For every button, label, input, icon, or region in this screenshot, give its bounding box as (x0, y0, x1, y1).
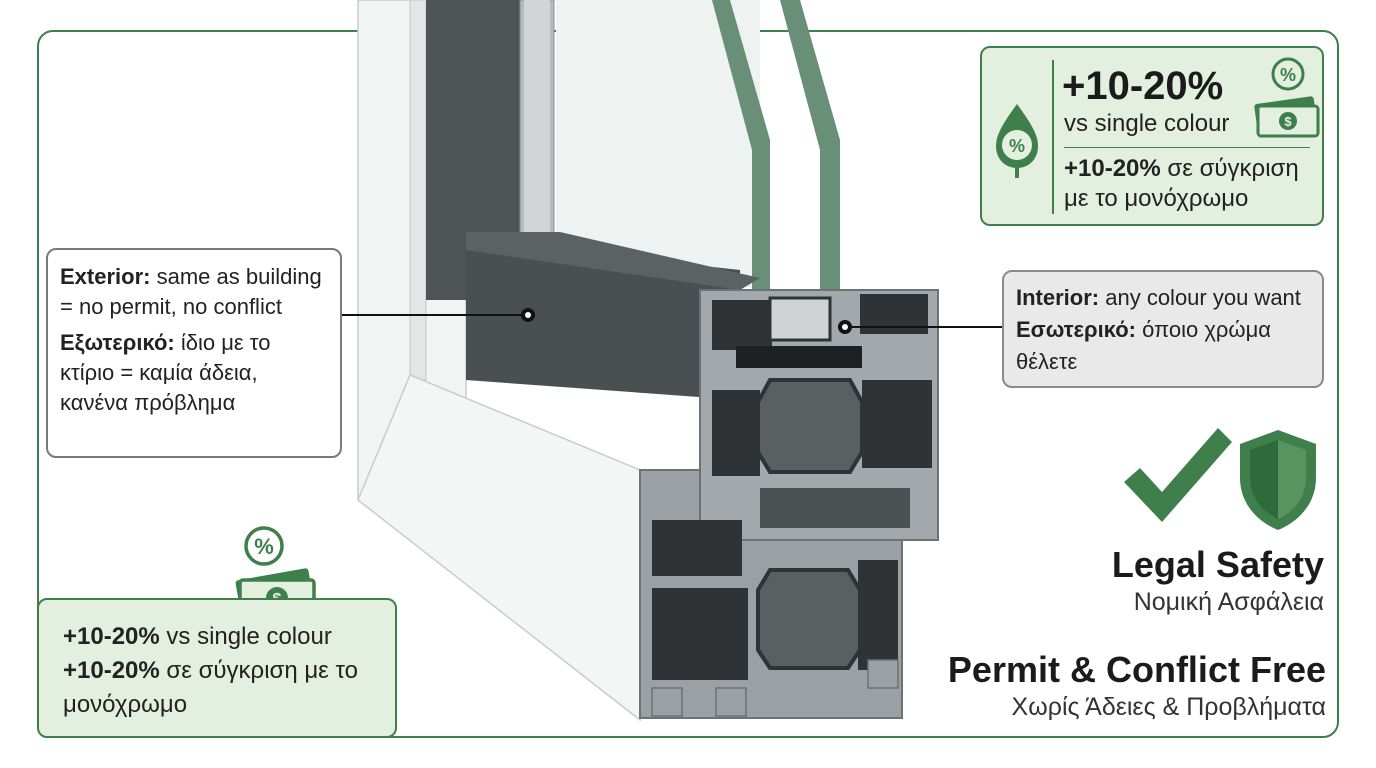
gasket (736, 346, 862, 368)
price-top-gr-text: σε σύγκριση με το μονόχρωμο (1064, 155, 1299, 212)
price-bottom-en-text: vs single colour (159, 623, 332, 650)
leaf-percent-icon: % (996, 104, 1038, 178)
permit-free: Permit & Conflict Free Χωρίς Άδειες & Πρ… (948, 648, 1326, 722)
interior-callout: Interior: any colour you want Εσωτερικό:… (1002, 270, 1324, 388)
chamber (712, 390, 760, 476)
exterior-en-text: same as building = no permit, no conflic… (60, 264, 322, 319)
exterior-en: Exterior: same as building = no permit, … (60, 262, 328, 322)
price-bottom-en: +10-20% vs single colour (63, 620, 371, 654)
exterior-callout: Exterior: same as building = no permit, … (46, 248, 342, 458)
price-bottom-gr-bold: +10-20% (63, 657, 160, 684)
chamber (652, 520, 742, 576)
exterior-gr: Εξωτερικό: ίδιο με το κτίριο = καμία άδε… (60, 328, 328, 418)
price-panel-bottom: +10-20% vs single colour +10-20% σε σύγκ… (37, 598, 397, 738)
octagon-chamber (756, 378, 864, 474)
price-bottom-en-bold: +10-20% (63, 623, 160, 650)
foot (715, 687, 747, 717)
exterior-top-bevel (466, 232, 760, 290)
interior-leader-dot-inner (842, 324, 848, 330)
panel-divider-horizontal (1064, 147, 1310, 148)
frame-white-rebate (409, 0, 427, 381)
price-bottom-gr-text: σε σύγκριση με το μονόχρωμο (63, 657, 359, 718)
svg-text:%: % (1009, 136, 1025, 156)
foot (651, 687, 683, 717)
svg-text:%: % (1280, 65, 1296, 85)
middle-gasket (760, 488, 910, 528)
price-bottom-gr: +10-20% σε σύγκριση με το μονόχρωμο (63, 654, 371, 722)
chamber (858, 560, 898, 670)
money-percent-icon: % $ (1254, 57, 1320, 138)
glass-edge-inner (780, 0, 840, 300)
glass-pane (556, 0, 760, 290)
permit-subtitle: Χωρίς Άδειες & Προβλήματα (1011, 693, 1326, 721)
exterior-en-label: Exterior: (60, 264, 151, 289)
chamber (652, 588, 748, 680)
exterior-gr-text: ίδιο με το κτίριο = καμία άδεια, κανένα … (60, 330, 271, 415)
panel-divider-vertical (1052, 60, 1054, 214)
price-top-big: +10-20% (1062, 64, 1224, 108)
price-top-sub: vs single colour (1064, 110, 1230, 137)
spacer-bar-face (524, 0, 550, 240)
interior-gr: Εσωτερικό: όποιο χρώμα θέλετε (1016, 314, 1310, 378)
interior-en-label: Interior: (1016, 285, 1100, 310)
octagon-chamber (756, 568, 862, 670)
legal-safety: Legal Safety Νομική Ασφάλεια (1112, 543, 1324, 617)
price-panel-top: % +10-20% vs single colour +10-20% σε σύ… (980, 46, 1324, 226)
chamber (862, 380, 932, 468)
price-top-gr: +10-20% σε σύγκριση με το μονόχρωμο (1064, 154, 1322, 214)
price-top-gr-bold: +10-20% (1064, 155, 1161, 182)
interior-en-text: any colour you want (1099, 285, 1301, 310)
glass-edge-outer (712, 0, 770, 300)
svg-text:%: % (254, 534, 274, 559)
sill-white (357, 374, 641, 722)
interior-en: Interior: any colour you want (1016, 282, 1310, 314)
shield-icon (1240, 430, 1316, 530)
interior-gr-label: Εσωτερικό: (1016, 317, 1136, 342)
svg-text:$: $ (1284, 114, 1292, 129)
foot (867, 659, 899, 689)
legal-title: Legal Safety (1111, 544, 1324, 585)
exterior-leader-dot-inner (525, 312, 531, 318)
permit-title: Permit & Conflict Free (947, 649, 1326, 690)
glazing-bead (768, 296, 832, 342)
chamber (712, 300, 772, 350)
interior-gr-text: όποιο χρώμα θέλετε (1016, 317, 1271, 374)
check-icon (1124, 428, 1232, 522)
legal-subtitle: Νομική Ασφάλεια (1133, 588, 1324, 616)
exterior-gr-label: Εξωτερικό: (60, 330, 175, 355)
